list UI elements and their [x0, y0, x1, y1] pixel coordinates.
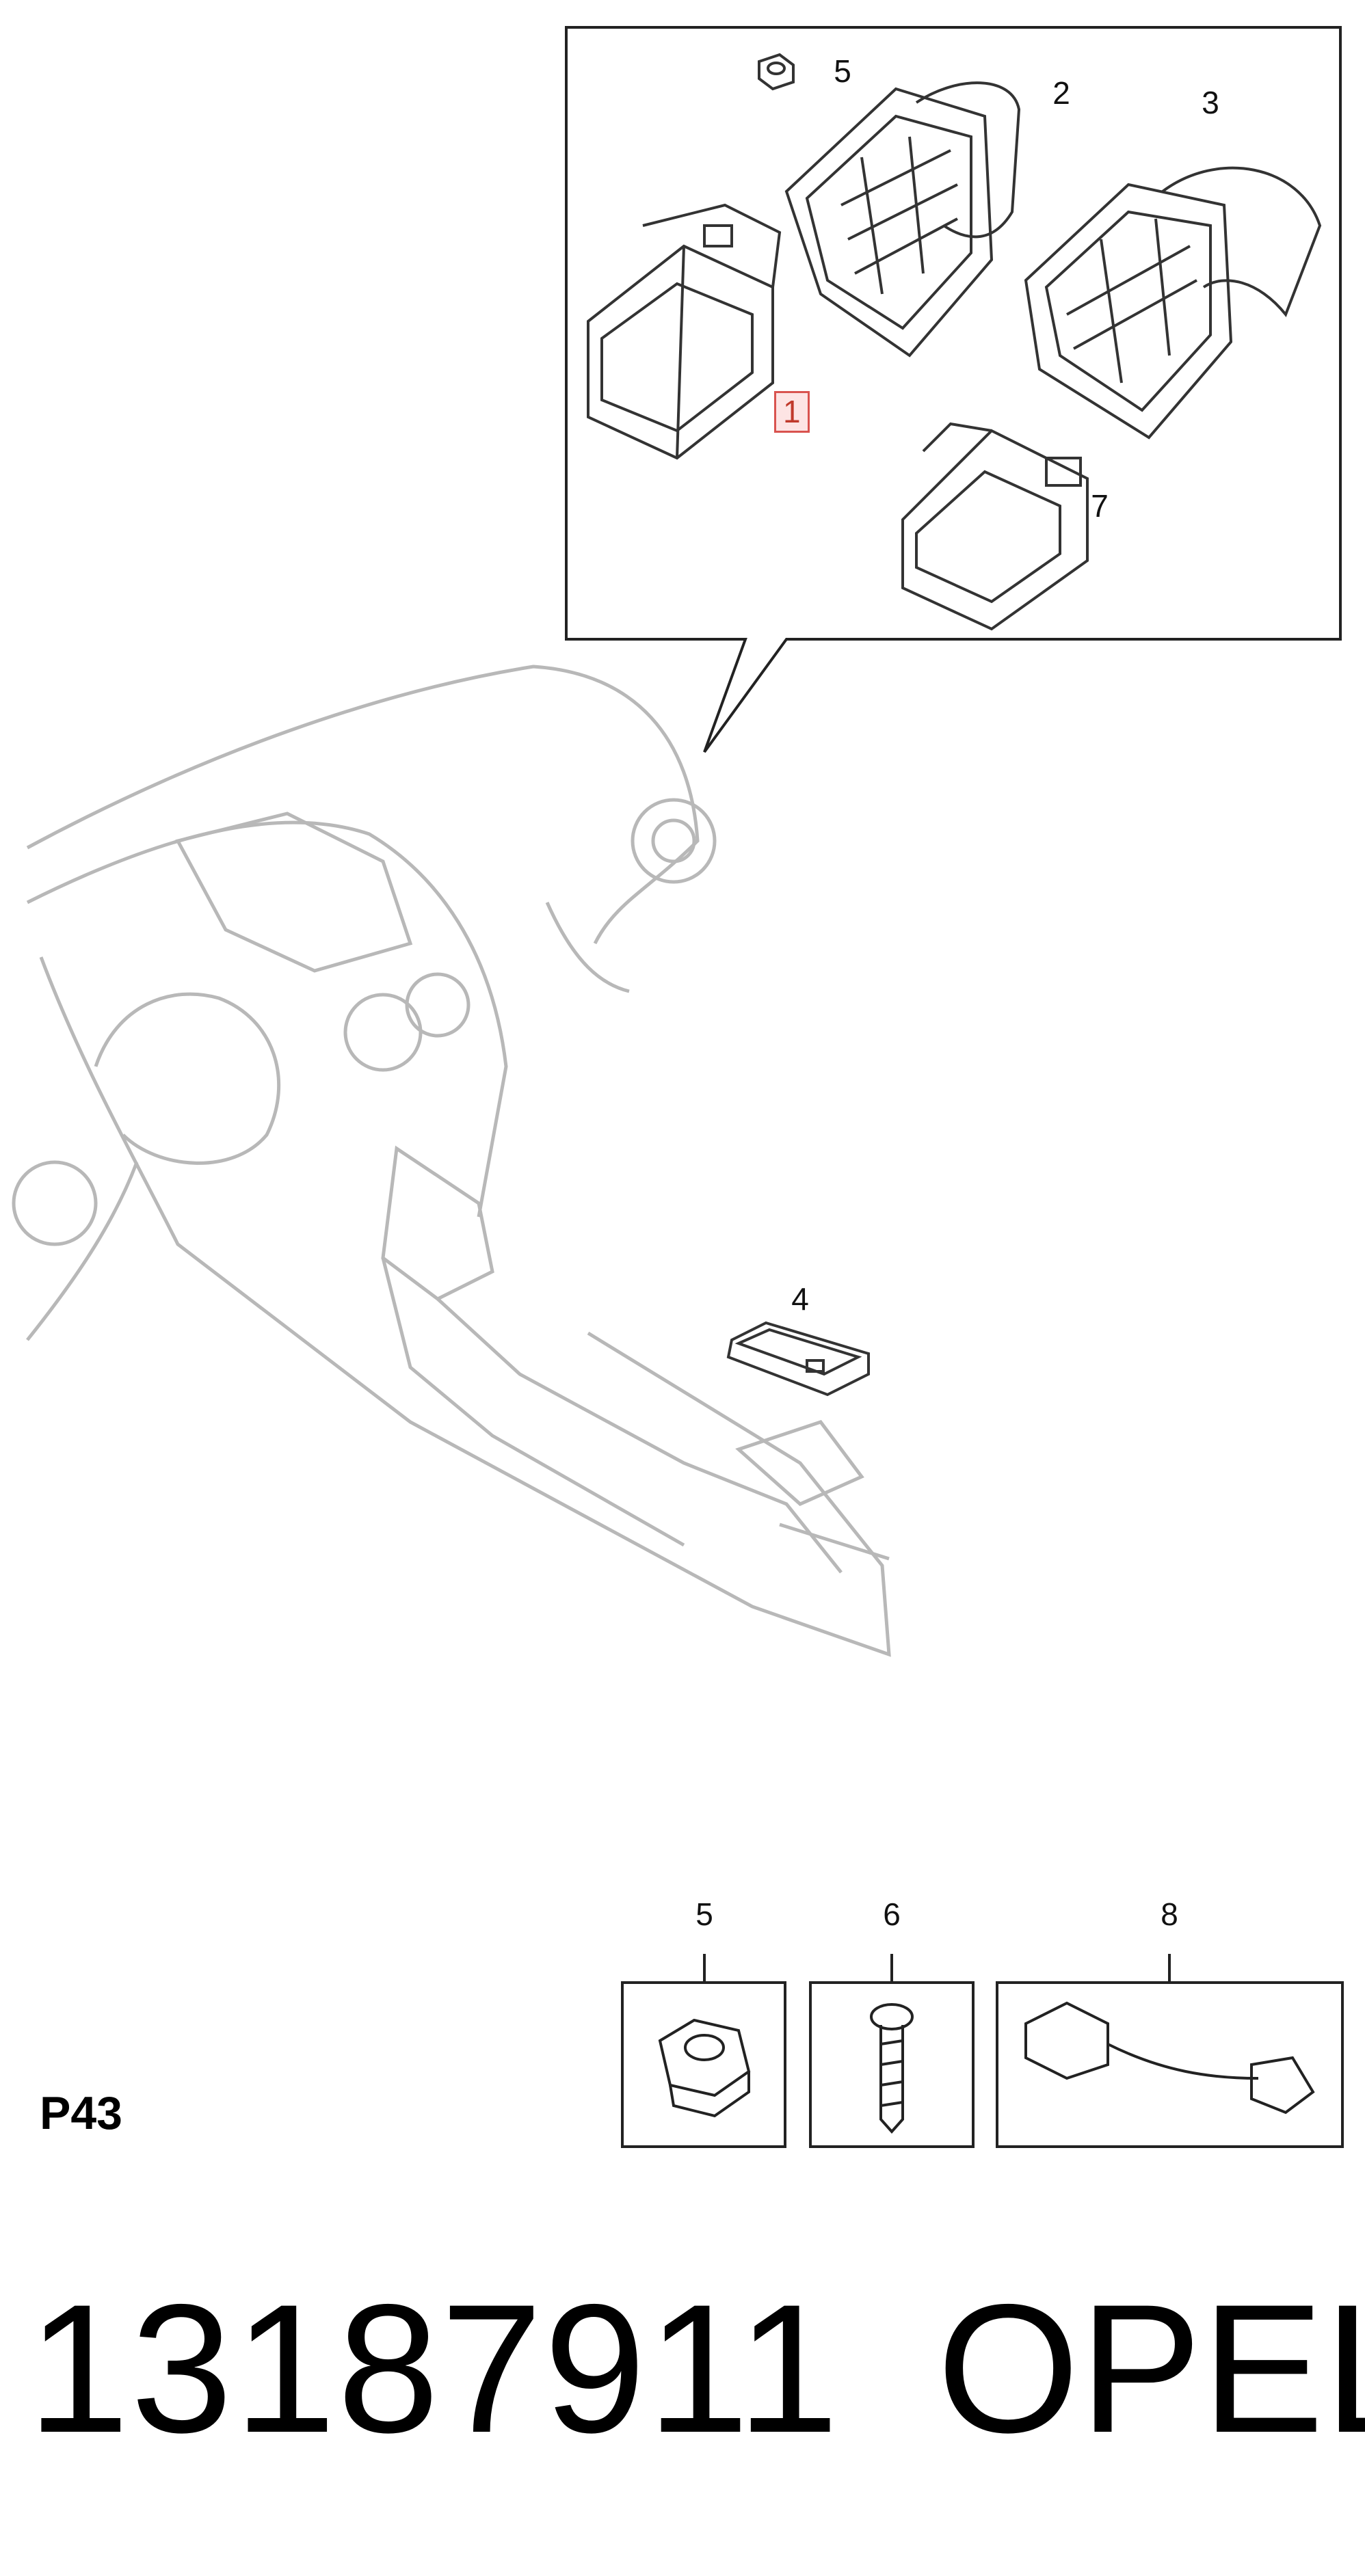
- bracket-part-3: [1024, 166, 1322, 440]
- callout-8-detail: 8: [1161, 1896, 1178, 1932]
- part-number: 13187911: [27, 2266, 840, 2471]
- callout-5-top: 5: [834, 53, 851, 89]
- nut-part-top: [758, 53, 795, 91]
- callout-2: 2: [1052, 75, 1070, 111]
- module-part-7: [901, 422, 1089, 631]
- dashboard-illustration: [12, 665, 891, 1657]
- brand-name: OPEL: [937, 2266, 1365, 2471]
- callout-1-highlighted: 1: [774, 391, 810, 433]
- detail-box-6: [809, 1954, 975, 2148]
- detail-box-5: [621, 1954, 786, 2148]
- callout-6-detail: 6: [883, 1896, 901, 1932]
- control-module-part: [587, 203, 782, 460]
- bracket-part-2: [784, 81, 1021, 358]
- module-part-4: [726, 1321, 870, 1397]
- page-code: P43: [40, 2087, 122, 2139]
- callout-7: 7: [1091, 488, 1109, 524]
- callout-4: 4: [791, 1281, 809, 1317]
- callout-3: 3: [1202, 85, 1219, 120]
- detail-box-8: [996, 1954, 1344, 2148]
- callout-5-detail: 5: [695, 1896, 713, 1932]
- callout-frame: [565, 26, 1342, 753]
